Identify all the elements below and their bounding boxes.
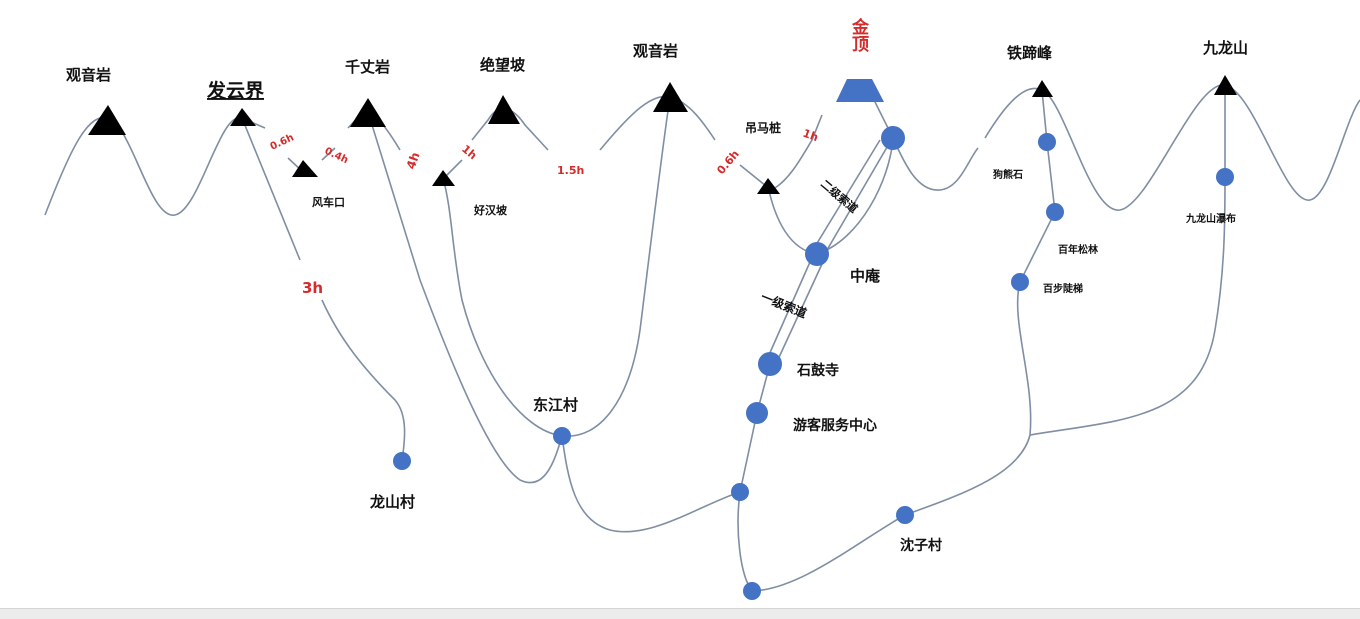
label-longshancun: 龙山村	[369, 493, 415, 511]
peak-icon	[350, 98, 386, 127]
label-dongjiangcun: 东江村	[533, 396, 578, 414]
time-label: 3h	[302, 279, 323, 297]
label-jiulongpubu: 九龙山瀑布	[1185, 212, 1236, 225]
label-shigusi: 石鼓寺	[796, 362, 839, 379]
stop-icon	[1038, 133, 1056, 151]
stop-icon	[805, 242, 829, 266]
label-zhongan: 中庵	[850, 267, 881, 285]
stop-icon	[881, 126, 905, 150]
stop-icon	[743, 582, 761, 600]
time-label: 0.6h	[714, 148, 742, 177]
label-bainiansonglin: 百年松林	[1058, 243, 1099, 256]
stop-icon	[896, 506, 914, 524]
ridge-trail-east	[869, 84, 1360, 211]
stop-icon	[1011, 273, 1029, 291]
trail-shenzicun	[904, 89, 1056, 516]
ridge-trail-west	[44, 116, 266, 216]
label-juewangpo: 绝望坡	[480, 56, 525, 74]
label-jinding: 金顶	[848, 17, 870, 53]
label-haohanpo: 好汉坡	[473, 203, 508, 217]
label-guanyinyan-mid: 观音岩	[633, 42, 678, 60]
label-qianzhangyan: 千丈岩	[345, 58, 390, 76]
time-label: 1h	[459, 142, 479, 162]
label-diaomazhuang: 吊马桩	[745, 120, 781, 135]
cableway-second	[807, 139, 891, 263]
time-label: 4h	[404, 150, 423, 171]
stop-icon	[731, 483, 749, 501]
summit-icon	[836, 79, 884, 102]
label-jiulongshan: 九龙山	[1202, 39, 1248, 57]
trail-haohanpo-down	[442, 96, 671, 437]
peak-icon	[653, 82, 688, 112]
label-guanyinyan-left: 观音岩	[66, 66, 111, 84]
status-bar	[0, 608, 1360, 619]
trail-main-valley	[737, 363, 906, 592]
time-label: 1h	[801, 127, 820, 145]
stop-icon	[393, 452, 411, 470]
label-cableway-first: 一级索道	[759, 289, 809, 321]
peak-icon	[230, 108, 256, 126]
trail-qianzhangyan-down	[367, 111, 563, 484]
peak-icon	[292, 160, 318, 177]
peak-icon	[88, 105, 126, 135]
label-baibudouti: 百步陡梯	[1043, 282, 1083, 295]
trail-diaomazhuang	[739, 114, 823, 189]
stop-icon	[1046, 203, 1064, 221]
label-gouxiongshi: 狗熊石	[993, 168, 1023, 181]
label-fengchekou: 风车口	[312, 195, 345, 209]
stop-icon	[758, 352, 782, 376]
peak-icon	[432, 170, 455, 186]
cableway-first	[764, 261, 823, 367]
time-label: 0.4h	[323, 146, 350, 166]
time-label: 0.6h	[269, 132, 296, 152]
peak-icon	[488, 95, 520, 124]
stop-icon	[1216, 168, 1234, 186]
trail-dongjiang-to-hub	[561, 435, 741, 533]
time-label: 1.5h	[557, 164, 584, 177]
peak-icon	[757, 178, 780, 194]
label-youke: 游客服务中心	[793, 417, 877, 434]
peak-icon	[1214, 75, 1237, 95]
trail-jiulong	[1029, 85, 1226, 436]
label-tietifeng: 铁蹄峰	[1007, 44, 1053, 62]
peak-icon	[1032, 80, 1053, 97]
stop-icon	[553, 427, 571, 445]
trail-to-longshancun	[241, 117, 406, 462]
label-shenzicun: 沈子村	[900, 537, 942, 554]
stop-icon	[746, 402, 768, 424]
label-fayunjie: 发云界	[206, 79, 264, 102]
